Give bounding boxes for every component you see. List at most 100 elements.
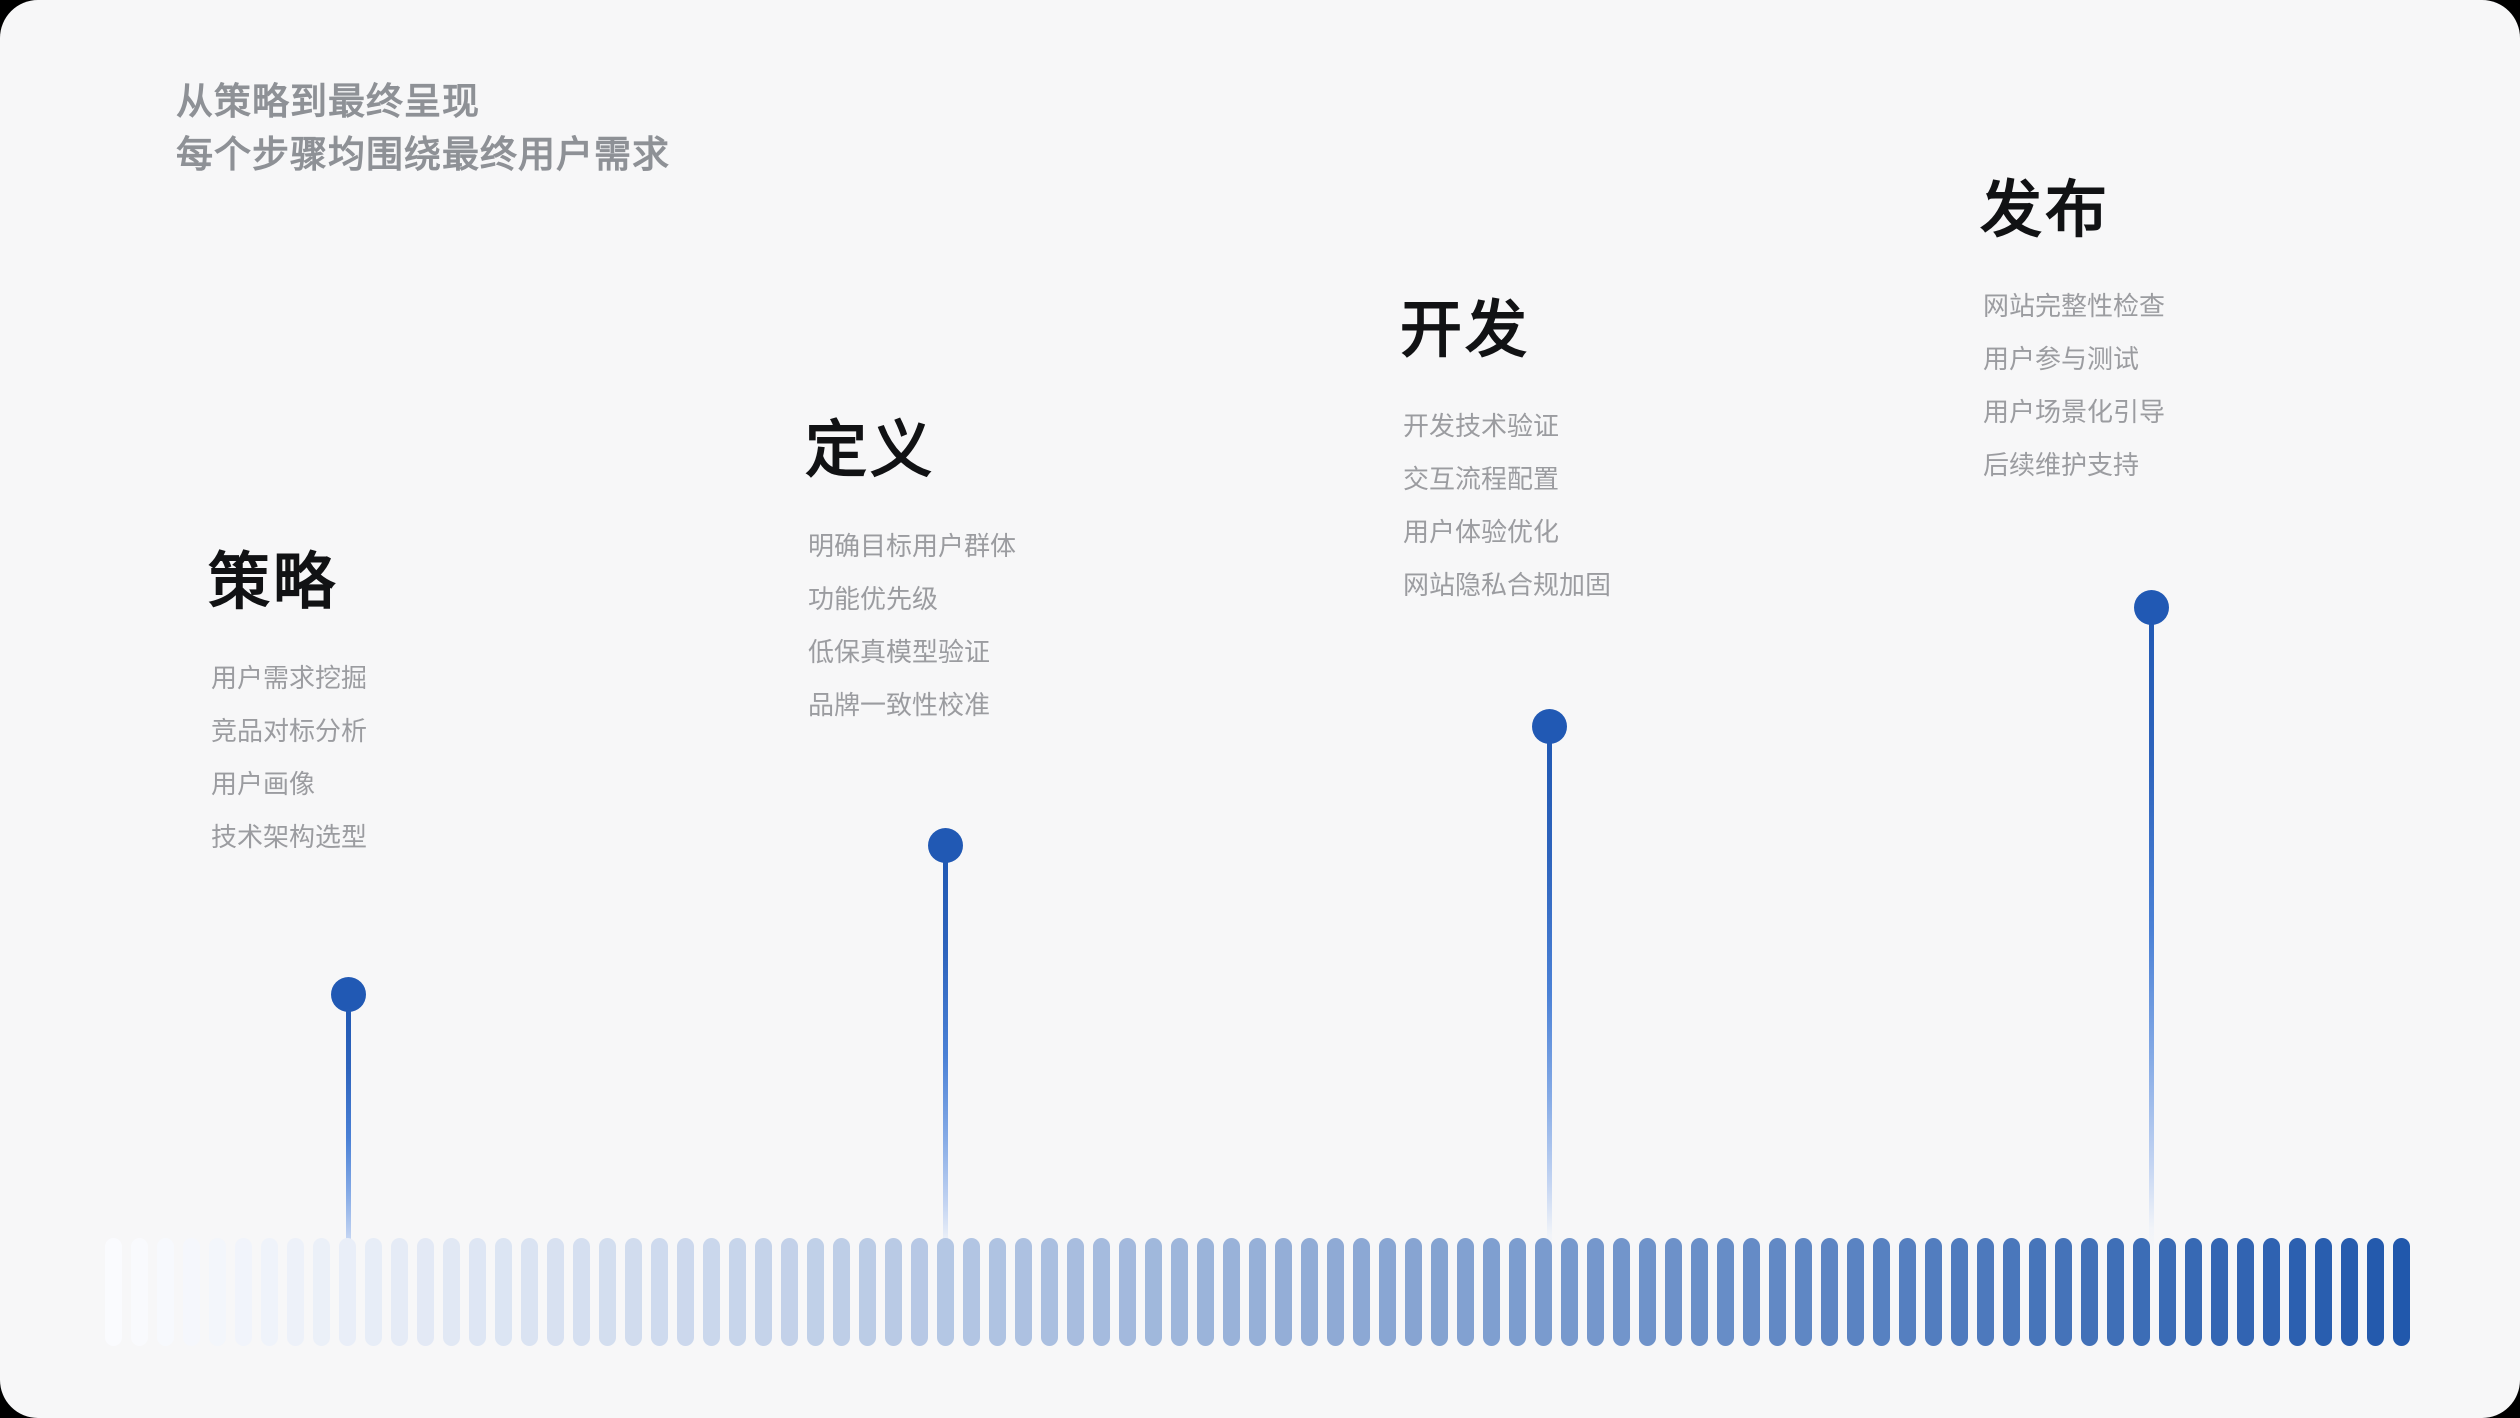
ruler-tick (2393, 1238, 2410, 1346)
ruler-tick (599, 1238, 616, 1346)
ruler-tick (261, 1238, 278, 1346)
list-item: 用户需求挖掘 (211, 663, 368, 693)
ruler-tick (2315, 1238, 2332, 1346)
ruler-tick (885, 1238, 902, 1346)
ruler-tick (1899, 1238, 1916, 1346)
ruler-tick (2211, 1238, 2228, 1346)
ruler-tick (1873, 1238, 1890, 1346)
ruler-tick (417, 1238, 434, 1346)
ruler-tick (1223, 1238, 1240, 1346)
ruler-tick (391, 1238, 408, 1346)
list-item: 后续维护支持 (1983, 450, 2140, 480)
header-line-1: 从策略到最终呈现 (176, 81, 480, 122)
list-item: 网站隐私合规加固 (1403, 570, 1612, 600)
ruler-tick (1717, 1238, 1734, 1346)
ruler-tick (625, 1238, 642, 1346)
stage-title-strategy: 策略 (208, 548, 339, 617)
stage-title-definition: 定义 (805, 416, 936, 485)
ruler-tick (157, 1238, 174, 1346)
ruler-tick (937, 1238, 954, 1346)
ruler-tick (2185, 1238, 2202, 1346)
ruler-tick (1769, 1238, 1786, 1346)
ruler-tick (1587, 1238, 1604, 1346)
ruler-tick (2003, 1238, 2020, 1346)
ruler-tick (989, 1238, 1006, 1346)
list-item: 技术架构选型 (211, 822, 368, 852)
list-item: 功能优先级 (808, 584, 939, 614)
ruler-tick (1691, 1238, 1708, 1346)
list-item: 开发技术验证 (1403, 411, 1560, 441)
stage-column-definition: 定义 明确目标用户群体 功能优先级 低保真模型验证 品牌一致性校准 (805, 420, 1016, 732)
ruler-tick (2341, 1238, 2358, 1346)
ruler-tick (911, 1238, 928, 1346)
ruler-tick (651, 1238, 668, 1346)
pin-stem (1547, 739, 1552, 1267)
ruler-tick (755, 1238, 772, 1346)
ruler-tick (1041, 1238, 1058, 1346)
ruler-tick (1431, 1238, 1448, 1346)
stage-column-strategy: 策略 用户需求挖掘 竞品对标分析 用户画像 技术架构选型 (208, 552, 367, 864)
stage-column-release: 发布 网站完整性检查 用户参与测试 用户场景化引导 后续维护支持 (1980, 180, 2165, 492)
ruler-tick (1795, 1238, 1812, 1346)
ruler-tick (495, 1238, 512, 1346)
ruler-tick (2081, 1238, 2098, 1346)
pin-stem (346, 1007, 351, 1282)
ruler-tick (365, 1238, 382, 1346)
ruler-tick (2367, 1238, 2384, 1346)
stage-title-release: 发布 (1980, 176, 2111, 245)
ruler-tick (807, 1238, 824, 1346)
ruler-tick (313, 1238, 330, 1346)
ruler-tick (1275, 1238, 1292, 1346)
ruler-tick (1535, 1238, 1552, 1346)
ruler-tick (1639, 1238, 1656, 1346)
ruler-tick (2055, 1238, 2072, 1346)
pin-dot-icon (928, 828, 963, 863)
ruler-tick (1301, 1238, 1318, 1346)
ruler-tick (2237, 1238, 2254, 1346)
ruler-tick (131, 1238, 148, 1346)
ruler-tick (339, 1238, 356, 1346)
ruler-tick (521, 1238, 538, 1346)
list-item: 用户画像 (211, 769, 316, 799)
ruler-tick (287, 1238, 304, 1346)
ruler-tick (1665, 1238, 1682, 1346)
stage-list-release: 网站完整性检查 用户参与测试 用户场景化引导 后续维护支持 (1983, 280, 2165, 492)
ruler-tick (1171, 1238, 1188, 1346)
stage-list-strategy: 用户需求挖掘 竞品对标分析 用户画像 技术架构选型 (211, 652, 367, 864)
ruler-tick (1951, 1238, 1968, 1346)
ruler-tick (1015, 1238, 1032, 1346)
ruler-tick (859, 1238, 876, 1346)
ruler-tick (1977, 1238, 1994, 1346)
ruler-tick (235, 1238, 252, 1346)
list-item: 品牌一致性校准 (808, 690, 991, 720)
pin-stem (943, 858, 948, 1270)
ruler-tick (781, 1238, 798, 1346)
ruler-tick (1067, 1238, 1084, 1346)
stage-column-development: 开发 开发技术验证 交互流程配置 用户体验优化 网站隐私合规加固 (1400, 300, 1611, 612)
ruler-tick (469, 1238, 486, 1346)
ruler-tick (1379, 1238, 1396, 1346)
list-item: 用户场景化引导 (1983, 397, 2166, 427)
pin-stem (2149, 620, 2154, 1268)
pin-dot-icon (1532, 709, 1567, 744)
stage-list-development: 开发技术验证 交互流程配置 用户体验优化 网站隐私合规加固 (1403, 400, 1611, 612)
ruler-tick (547, 1238, 564, 1346)
list-item: 网站完整性检查 (1983, 291, 2166, 321)
ruler-tick (2133, 1238, 2150, 1346)
stage-list-definition: 明确目标用户群体 功能优先级 低保真模型验证 品牌一致性校准 (808, 520, 1016, 732)
ruler-tick (1743, 1238, 1760, 1346)
ruler-tick (1119, 1238, 1136, 1346)
list-item: 低保真模型验证 (808, 637, 991, 667)
ruler-tick (1145, 1238, 1162, 1346)
ruler-tick (105, 1238, 122, 1346)
ruler-tick (573, 1238, 590, 1346)
ruler-tick (1613, 1238, 1630, 1346)
ruler-tick (703, 1238, 720, 1346)
list-item: 交互流程配置 (1403, 464, 1560, 494)
ruler-tick (1483, 1238, 1500, 1346)
ruler-tick (2263, 1238, 2280, 1346)
ruler-tick (1457, 1238, 1474, 1346)
ruler-tick (1925, 1238, 1942, 1346)
ruler-tick (963, 1238, 980, 1346)
